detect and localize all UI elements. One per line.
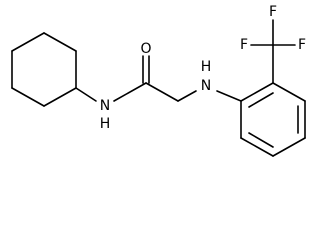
bond: [11, 87, 45, 107]
bond: [11, 32, 45, 52]
bond: [216, 90, 242, 102]
bond: [43, 32, 77, 52]
amine-nitrogen-label: N: [201, 78, 211, 94]
phenyl-ring: [240, 82, 306, 157]
amide-hydrogen-label: H: [100, 116, 111, 132]
bond: [272, 137, 306, 157]
bond: [75, 87, 97, 102]
amide-oxygen-label: O: [140, 41, 151, 57]
fluorine-right-label: F: [298, 37, 306, 53]
aromatic-bond: [248, 92, 274, 108]
bond: [272, 82, 306, 102]
bond: [240, 137, 274, 157]
aromatic-bond: [248, 132, 274, 148]
fluorine-left-label: F: [240, 37, 248, 53]
fluorine-top-label: F: [269, 4, 277, 20]
amine-hydrogen-label: H: [201, 59, 212, 75]
bond: [240, 82, 274, 102]
bond: [43, 87, 77, 107]
bond: [177, 90, 197, 102]
molecule-diagram: O N H H N F F F: [11, 4, 306, 157]
amide-nitrogen-label: N: [100, 98, 110, 114]
cyclohexyl-ring: [11, 32, 77, 107]
bond: [145, 82, 179, 102]
bond: [113, 82, 147, 102]
